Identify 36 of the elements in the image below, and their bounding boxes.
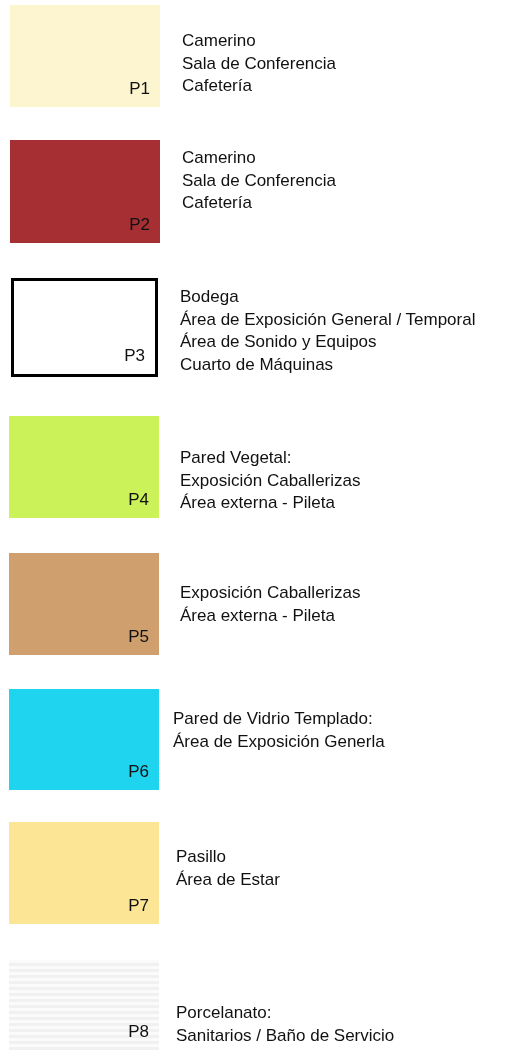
description-text: Área externa - Pileta bbox=[180, 604, 335, 627]
swatch-code: P1 bbox=[129, 79, 150, 99]
description-text: Cafetería bbox=[182, 192, 252, 214]
description-text: Pared de Vidrio Templado: bbox=[173, 708, 373, 730]
swatch-code: P7 bbox=[128, 896, 149, 916]
description-text: Área de Exposición General / Temporal bbox=[180, 308, 476, 331]
description-text: Exposición Caballerizas bbox=[180, 469, 361, 492]
swatch-code: P2 bbox=[129, 215, 150, 235]
description-text: Camerino bbox=[182, 147, 256, 169]
swatch-code: P3 bbox=[124, 346, 145, 366]
swatch-code: P6 bbox=[128, 762, 149, 782]
description-text: Bodega bbox=[180, 286, 239, 308]
description-text: Cafetería bbox=[182, 75, 252, 97]
swatch-code: P4 bbox=[128, 490, 149, 510]
description-text: Pasillo bbox=[176, 846, 227, 868]
swatch-code: P8 bbox=[128, 1022, 149, 1042]
color-swatch bbox=[10, 5, 160, 107]
description-text: Sala de Conferencia bbox=[182, 52, 337, 75]
description-text: Área de Estar bbox=[176, 868, 280, 891]
color-swatch bbox=[11, 278, 158, 377]
swatch-code: P5 bbox=[128, 627, 149, 647]
description-text: Camerino bbox=[182, 30, 256, 52]
color-swatch bbox=[9, 416, 159, 518]
color-swatch bbox=[9, 553, 159, 655]
color-swatch bbox=[9, 689, 159, 790]
description-text: Pared Vegetal: bbox=[180, 447, 292, 469]
description-text: Sala de Conferencia bbox=[182, 169, 337, 192]
description-text: Cuarto de Máquinas bbox=[180, 353, 334, 376]
description-text: Área externa - Pileta bbox=[180, 492, 335, 514]
color-swatch bbox=[10, 140, 160, 243]
description-text: Porcelanato: bbox=[176, 1002, 272, 1024]
description-text: Exposición Caballerizas bbox=[180, 582, 361, 604]
description-text: Área de Exposición Generla bbox=[173, 730, 385, 753]
description-text: Sanitarios / Baño de Servicio bbox=[176, 1024, 395, 1047]
color-swatch bbox=[9, 822, 159, 924]
description-text: Área de Sonido y Equipos bbox=[180, 331, 377, 353]
